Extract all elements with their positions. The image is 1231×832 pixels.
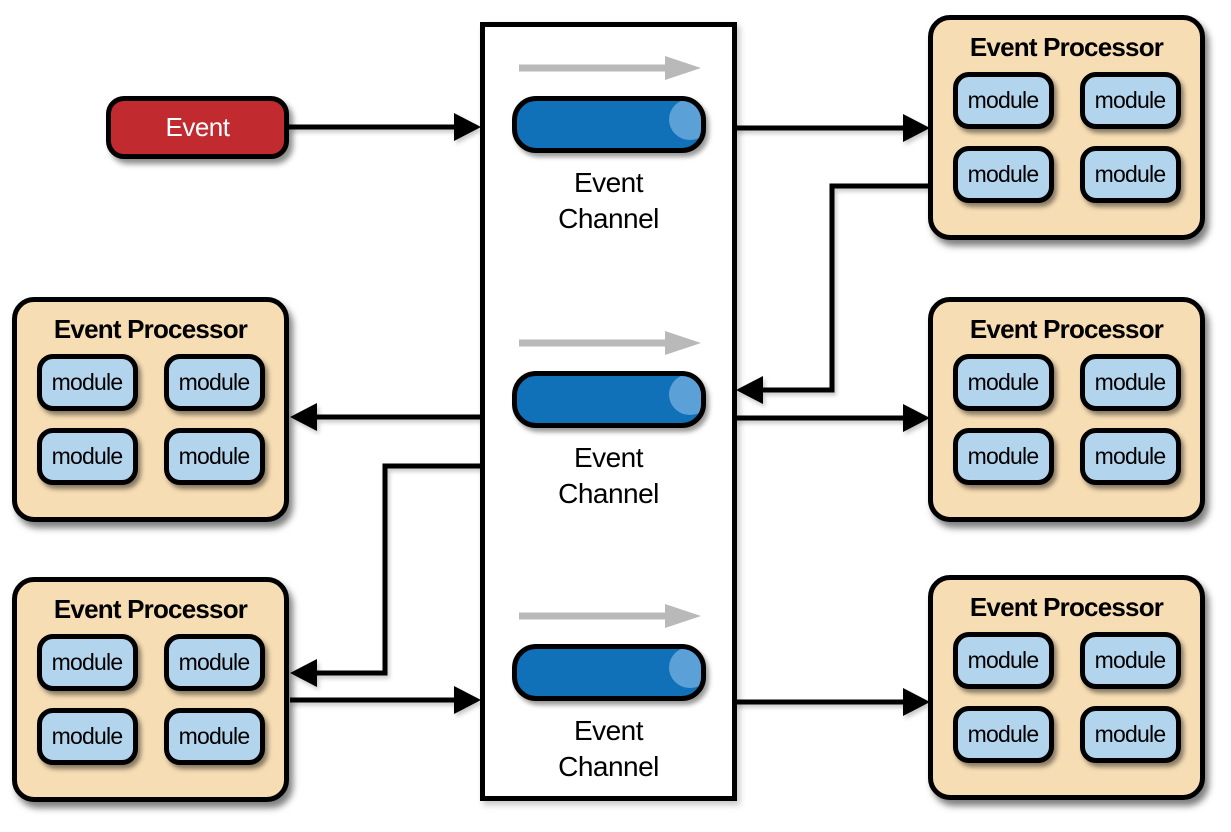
event-label: Event [165,112,231,142]
flow-direction-icon [518,56,701,80]
module-box: module [163,634,265,691]
event-node: Event [106,96,289,159]
module-box: module [952,632,1054,689]
channel-label-line2: Channel [558,750,659,782]
module-box: module [952,354,1054,411]
channel-label-line2: Channel [558,477,659,509]
arrow-processor-bottom-left-to-channels [290,686,481,714]
event-processor-middle-right: Event Processor module module module mod… [928,297,1205,522]
module-grid: module module module module [952,632,1181,763]
arrow-channels-to-processor-middle-right [735,404,930,432]
module-grid: module module module module [952,72,1181,203]
arrow-channels-to-processor-top-right [735,114,930,142]
event-processor-bottom-right: Event Processor module module module mod… [928,575,1205,800]
channel-pipe [511,644,706,701]
event-processor-top-right: Event Processor module module module mod… [928,15,1205,240]
channel-label: Event Channel [558,713,659,785]
event-channel-2: Event Channel [485,330,732,512]
event-channel-1: Event Channel [485,55,732,237]
module-box: module [1079,146,1181,203]
module-box: module [163,708,265,765]
module-box: module [1079,428,1181,485]
module-box: module [1079,354,1181,411]
arrow-channels-to-processor-bottom-left [290,463,481,687]
module-grid: module module module module [952,354,1181,485]
channel-label-line1: Event [573,442,644,473]
arrow-event-to-channels [289,113,481,141]
pipe-end-cap [668,649,701,688]
pipe-end-cap [668,101,701,140]
channel-label: Event Channel [558,165,659,237]
event-channel-3: Event Channel [485,603,732,785]
module-box: module [163,354,265,411]
module-box: module [952,706,1054,763]
processor-title: Event Processor [969,592,1164,622]
processor-title: Event Processor [969,32,1164,62]
module-box: module [36,354,138,411]
flow-direction-icon [518,331,701,355]
pipe-end-cap [668,376,701,415]
module-grid: module module module module [36,354,265,485]
event-processor-bottom-left: Event Processor module module module mod… [12,577,289,802]
module-box: module [36,634,138,691]
channel-pipe [511,96,706,153]
flow-direction-icon [518,604,701,628]
channel-pipe [511,371,706,428]
processor-title: Event Processor [53,594,248,624]
processor-title: Event Processor [969,314,1164,344]
module-box: module [36,428,138,485]
module-box: module [952,146,1054,203]
module-box: module [1079,72,1181,129]
channel-label-line1: Event [573,167,644,198]
module-grid: module module module module [36,634,265,765]
channel-label-line1: Event [573,715,644,746]
module-box: module [163,428,265,485]
arrow-channels-to-processor-bottom-right [735,688,930,716]
arrow-processor-top-right-to-channels [736,183,928,404]
arrow-channels-to-processor-middle-left [290,403,481,431]
module-box: module [952,72,1054,129]
event-channel-container: Event Channel Event Channel [480,22,737,801]
module-box: module [1079,632,1181,689]
module-box: module [952,428,1054,485]
event-processor-middle-left: Event Processor module module module mod… [12,297,289,522]
processor-title: Event Processor [53,314,248,344]
module-box: module [1079,706,1181,763]
channel-label: Event Channel [558,440,659,512]
channel-label-line2: Channel [558,202,659,234]
module-box: module [36,708,138,765]
